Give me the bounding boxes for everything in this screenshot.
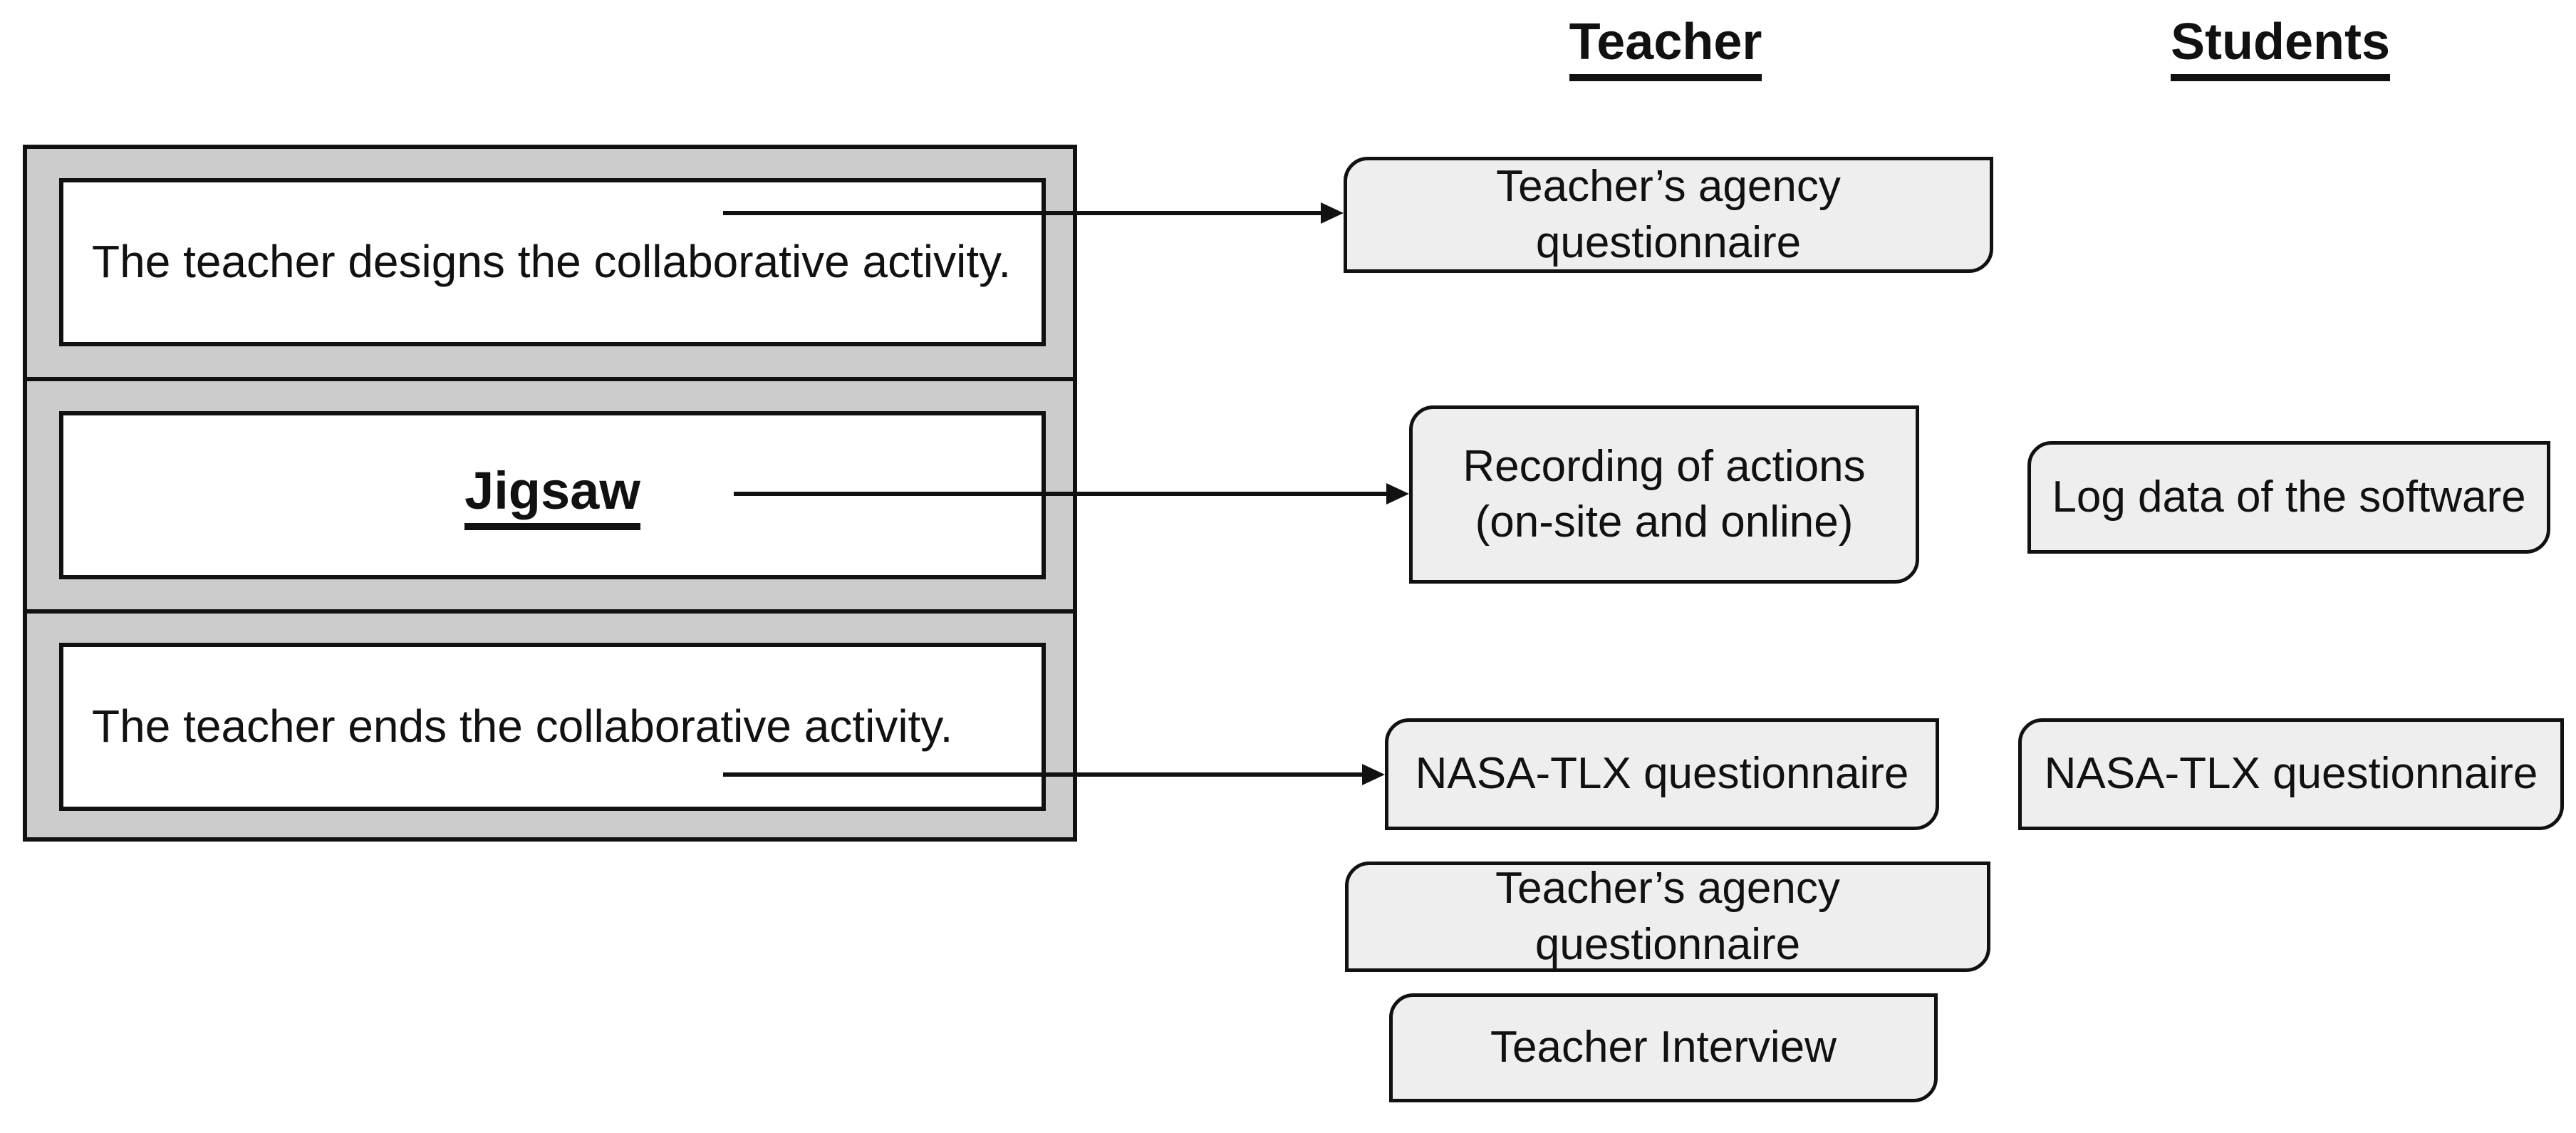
step-jigsaw-box: Jigsaw (59, 411, 1046, 579)
students-column-header-label: Students (2170, 11, 2390, 82)
recording-of-actions-card: Recording of actions (on-site and online… (1409, 405, 1919, 584)
step-end-box: The teacher ends the collaborative activ… (59, 643, 1046, 811)
panel-row-divider-1 (23, 377, 1077, 381)
step-design-box: The teacher designs the collaborative ac… (59, 178, 1046, 346)
teacher-column-header-label: Teacher (1569, 11, 1762, 82)
teacher-column-header: Teacher (1516, 11, 1815, 82)
nasa-tlx-teacher-card: NASA-TLX questionnaire (1385, 718, 1939, 830)
students-column-header: Students (2131, 11, 2430, 82)
teacher-agency-questionnaire-top-card: Teacher’s agency questionnaire (1344, 157, 1993, 273)
panel-row-divider-2 (23, 609, 1077, 614)
arrow-shaft (723, 772, 1362, 777)
teacher-interview-card: Teacher Interview (1389, 993, 1938, 1102)
teacher-agency-questionnaire-bottom-card: Teacher’s agency questionnaire (1345, 862, 1990, 972)
arrowhead-right-icon (1321, 202, 1344, 224)
arrow-shaft (723, 211, 1322, 215)
step-jigsaw-label: Jigsaw (464, 460, 640, 530)
log-data-card: Log data of the software (2027, 441, 2550, 554)
step-end-label: The teacher ends the collaborative activ… (92, 700, 953, 752)
arrowhead-right-icon (1362, 764, 1385, 785)
arrow-shaft (734, 492, 1386, 496)
nasa-tlx-students-card: NASA-TLX questionnaire (2018, 718, 2564, 830)
step-design-label: The teacher designs the collaborative ac… (92, 236, 1012, 288)
arrowhead-right-icon (1386, 483, 1409, 505)
